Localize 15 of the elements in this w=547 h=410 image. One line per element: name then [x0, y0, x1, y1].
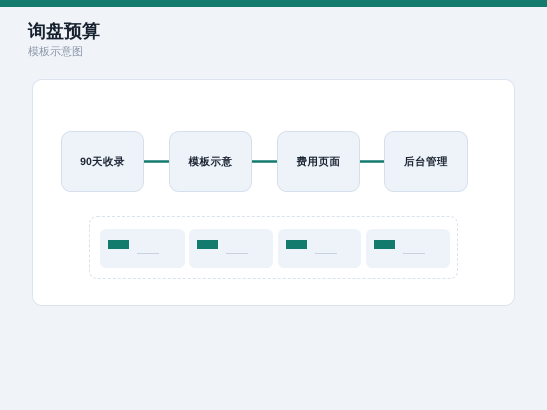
process-box: 90天收录 [61, 131, 144, 192]
card [278, 229, 361, 268]
card [100, 229, 185, 268]
panel [32, 79, 515, 306]
connector [252, 160, 277, 163]
process-box: 模板示意 [169, 131, 252, 192]
connector [360, 160, 384, 163]
title: 询盘预算 [28, 20, 100, 42]
process-box: 后台管理 [384, 131, 468, 192]
card [189, 229, 273, 268]
card [366, 229, 450, 268]
card-strip [89, 216, 458, 279]
connector [144, 160, 169, 163]
subtitle: 模板示意图 [28, 45, 83, 59]
process-box: 费用页面 [277, 131, 360, 192]
